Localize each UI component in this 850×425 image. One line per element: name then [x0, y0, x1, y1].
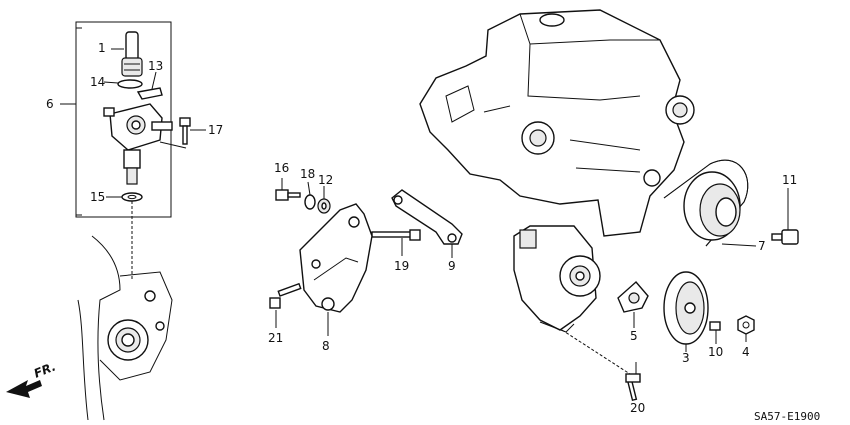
part-16-bolt[interactable] [275, 178, 301, 201]
callout-19: 19 [394, 259, 409, 273]
callout-12: 12 [318, 173, 333, 187]
direction-label: FR. [32, 359, 58, 380]
part-13-clip[interactable] [136, 71, 163, 100]
callout-4: 4 [742, 345, 750, 359]
callout-17: 17 [208, 123, 223, 137]
drawing-code: SA57-E1900 [754, 410, 820, 423]
part-12-washer[interactable] [317, 186, 331, 214]
callout-14: 14 [90, 75, 105, 89]
callout-8: 8 [322, 339, 330, 353]
part-15-washer[interactable] [106, 192, 143, 202]
part-11-bolt[interactable] [771, 188, 799, 245]
callout-5: 5 [630, 329, 638, 343]
power-steering-pump [513, 225, 601, 333]
callout-labels: 1 14 13 6 17 15 16 18 12 19 9 21 8 11 7 … [32, 41, 820, 423]
part-8-bracket[interactable] [299, 203, 373, 336]
callout-13: 13 [148, 59, 163, 73]
callout-11: 11 [782, 173, 797, 187]
callout-21: 21 [268, 331, 283, 345]
part-14-oring[interactable] [103, 79, 143, 89]
assembly-6-box [60, 21, 172, 218]
callout-15: 15 [90, 190, 105, 204]
callout-16: 16 [274, 161, 289, 175]
part-20-bolt[interactable] [561, 329, 641, 402]
part-19-bolt[interactable] [371, 229, 421, 256]
part-7-belt[interactable] [663, 159, 757, 247]
callout-1: 1 [98, 41, 106, 55]
part-9-stay[interactable] [391, 189, 463, 258]
callout-3: 3 [682, 351, 690, 365]
part-10-bolt[interactable] [709, 321, 721, 344]
part-21-bolt[interactable] [269, 282, 302, 328]
callout-9: 9 [448, 259, 456, 273]
engine-block [419, 9, 695, 237]
part-1-plunger[interactable] [111, 31, 143, 77]
callout-10: 10 [708, 345, 723, 359]
callout-18: 18 [300, 167, 315, 181]
part-18-washer[interactable] [304, 181, 316, 210]
callout-20: 20 [630, 401, 645, 415]
callout-7: 7 [758, 239, 766, 253]
part-4-nut[interactable] [737, 315, 755, 342]
valve-body[interactable] [103, 103, 187, 185]
part-3-pulley[interactable] [663, 271, 709, 352]
part-17-bolt[interactable] [179, 117, 206, 145]
transmission-housing [77, 235, 173, 421]
part-5-hub[interactable] [617, 281, 649, 328]
front-direction-arrow [6, 380, 42, 398]
crank-pulley [683, 171, 741, 241]
callout-6: 6 [46, 97, 54, 111]
